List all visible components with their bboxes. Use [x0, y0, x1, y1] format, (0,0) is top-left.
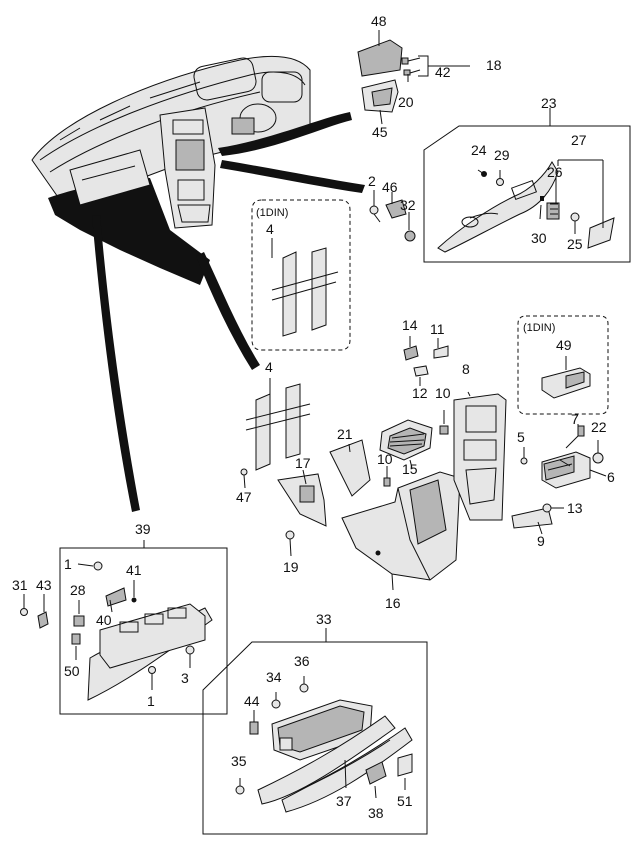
callout-30: 30: [531, 230, 547, 246]
variant-tag-audio-unit: (1DIN): [523, 322, 555, 334]
callout-22: 22: [591, 419, 607, 435]
callout-1-upper: 1: [64, 556, 72, 572]
callout-8: 8: [462, 361, 470, 377]
callout-11: 11: [430, 321, 445, 337]
callout-47: 47: [236, 489, 252, 505]
callout-6: 6: [607, 469, 615, 485]
callout-3: 3: [181, 670, 189, 686]
callout-labels: 48 18 42 20 45 23 27 24 29 26 30 25 2 46…: [12, 13, 615, 821]
callout-16: 16: [385, 595, 401, 611]
callout-31: 31: [12, 577, 28, 593]
callout-43: 43: [36, 577, 52, 593]
callout-9: 9: [537, 533, 545, 549]
callout-13: 13: [567, 500, 583, 516]
switch-bezel-group: [357, 30, 470, 125]
callout-4: 4: [265, 359, 273, 375]
callout-20: 20: [398, 94, 414, 110]
callout-26: 26: [547, 164, 563, 180]
callout-50: 50: [64, 663, 80, 679]
callout-35: 35: [231, 753, 247, 769]
callout-2: 2: [368, 173, 376, 189]
glove-box-33-box: [202, 628, 428, 835]
callout-51: 51: [397, 793, 413, 809]
callout-33: 33: [316, 611, 332, 627]
center-fascia-box: [423, 108, 631, 263]
callout-46: 46: [382, 179, 398, 195]
callout-17: 17: [295, 455, 311, 471]
callout-40: 40: [96, 612, 112, 628]
callout-14: 14: [402, 317, 418, 333]
callout-38: 38: [368, 805, 384, 821]
callout-32: 32: [400, 197, 416, 213]
callout-27: 27: [571, 132, 587, 148]
variant-tag-radio-bracket: (1DIN): [256, 207, 288, 219]
callout-41: 41: [126, 562, 142, 578]
callout-24: 24: [471, 142, 487, 158]
callout-10-upper: 10: [435, 385, 451, 401]
radio-bracket-1din-box: [251, 199, 351, 351]
callout-42: 42: [435, 64, 451, 80]
callout-34: 34: [266, 669, 282, 685]
callout-5: 5: [517, 429, 525, 445]
leader-sweeps: [92, 112, 365, 512]
audio-unit-1din-box: [517, 315, 609, 415]
bracket-32-group: [369, 190, 416, 242]
dashboard-illustration: [31, 55, 311, 285]
callout-1-lower: 1: [147, 693, 155, 709]
callout-45: 45: [372, 124, 388, 140]
callout-18: 18: [486, 57, 502, 73]
console-unit-6: [520, 424, 607, 513]
side-panel-21: [329, 439, 371, 497]
callout-12: 12: [412, 385, 428, 401]
parts-31-43: [20, 594, 49, 629]
callout-29: 29: [494, 147, 510, 163]
callout-28: 28: [70, 582, 86, 598]
callout-36: 36: [294, 653, 310, 669]
variant-tags: (1DIN) (1DIN): [256, 207, 555, 334]
callout-15: 15: [402, 461, 418, 477]
callout-7: 7: [571, 411, 579, 427]
callout-23: 23: [541, 95, 557, 111]
callout-37: 37: [336, 793, 352, 809]
callout-39: 39: [135, 521, 151, 537]
vent-assembly: [379, 410, 449, 487]
radio-bracket-group: [240, 378, 311, 489]
glove-box-39-box: [59, 540, 228, 715]
side-panel-17: [277, 469, 327, 557]
callout-21: 21: [337, 426, 353, 442]
callout-49: 49: [556, 337, 572, 353]
callout-48: 48: [371, 13, 387, 29]
callout-4-top: 4: [266, 221, 274, 237]
console-switches: [403, 336, 449, 386]
callout-19: 19: [283, 559, 299, 575]
callout-44: 44: [244, 693, 260, 709]
fascia-8: [453, 391, 553, 535]
callout-25: 25: [567, 236, 583, 252]
center-console-16: [341, 471, 461, 591]
callout-10-lower: 10: [377, 451, 393, 467]
